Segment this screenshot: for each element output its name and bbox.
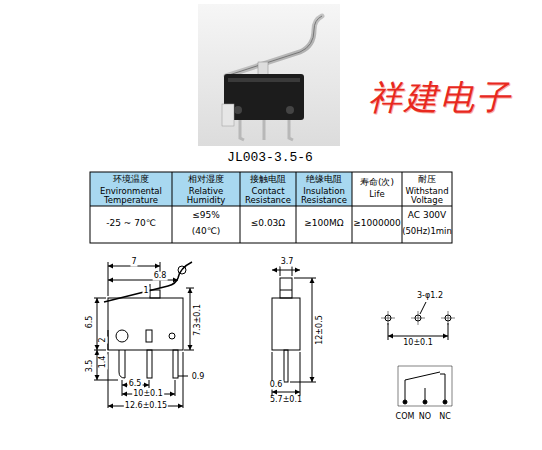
dimension-label: 6.5: [128, 380, 143, 389]
table-header: Insulation Resistance: [297, 187, 351, 206]
table-header: 接触电阻: [250, 175, 286, 185]
dimension-label: 0.6: [269, 381, 284, 390]
table-cell: ≤95%: [192, 211, 220, 221]
table-header: 环境温度: [113, 175, 149, 185]
dimension-label: 1: [142, 287, 149, 296]
table-cell: (40℃): [192, 227, 221, 237]
title: JL003-3.5-6: [227, 151, 313, 165]
dimension-label: 1.4: [99, 355, 108, 370]
table-cell: AC 300V: [408, 211, 446, 221]
spec-table: [90, 172, 452, 243]
pin-name: NC: [438, 413, 452, 422]
dimension-label: 10±0.1: [402, 339, 434, 348]
dimension-label: 7: [130, 258, 137, 267]
front-view: [94, 262, 194, 408]
watermark: 祥建电子: [368, 79, 512, 116]
switch-symbol: [398, 366, 452, 406]
product-photo: [198, 4, 340, 146]
table-header: Contact Resistance: [241, 187, 295, 206]
table-cell: ≤0.03Ω: [251, 219, 285, 229]
table-cell: (50Hz)1min: [402, 227, 452, 236]
pin-name: COM: [395, 413, 416, 422]
dimension-label: 3.7: [280, 258, 295, 267]
table-cell: ≥100MΩ: [304, 219, 343, 229]
dimension-label: 7.3±0.1: [194, 303, 203, 337]
dimension-label: 5.7±0.1: [269, 396, 303, 405]
dimension-label: 10±0.1: [132, 390, 164, 399]
table-cell: ≥1000000: [353, 219, 401, 229]
dimension-label: 6.5: [86, 315, 95, 330]
dimension-label: 2: [99, 336, 108, 343]
table-header: Relative Humidity: [173, 187, 239, 206]
table-cell: -25 ~ 70℃: [106, 219, 156, 229]
pcb-layout: [381, 302, 455, 340]
dimension-label: 12±0.5: [316, 314, 325, 346]
table-header: 寿命(次): [360, 178, 394, 188]
table-header: 绝缘电阻: [306, 175, 342, 185]
table-header: 耐压: [418, 175, 436, 185]
pin-name: NO: [418, 413, 432, 422]
dimension-label: 6.8: [153, 272, 168, 281]
dimension-label: 12.6±0.15: [124, 402, 168, 411]
dimension-label: 3-φ1.2: [416, 292, 444, 301]
dimension-label: 3.5: [86, 359, 95, 374]
table-header: Life: [353, 190, 401, 199]
table-header: Withstand Voltage: [403, 187, 451, 206]
dimension-label: 0.9: [191, 373, 206, 382]
table-header: Environmental Temperature: [91, 187, 171, 206]
table-header: 相对湿度: [188, 175, 224, 185]
side-view: [272, 266, 316, 396]
